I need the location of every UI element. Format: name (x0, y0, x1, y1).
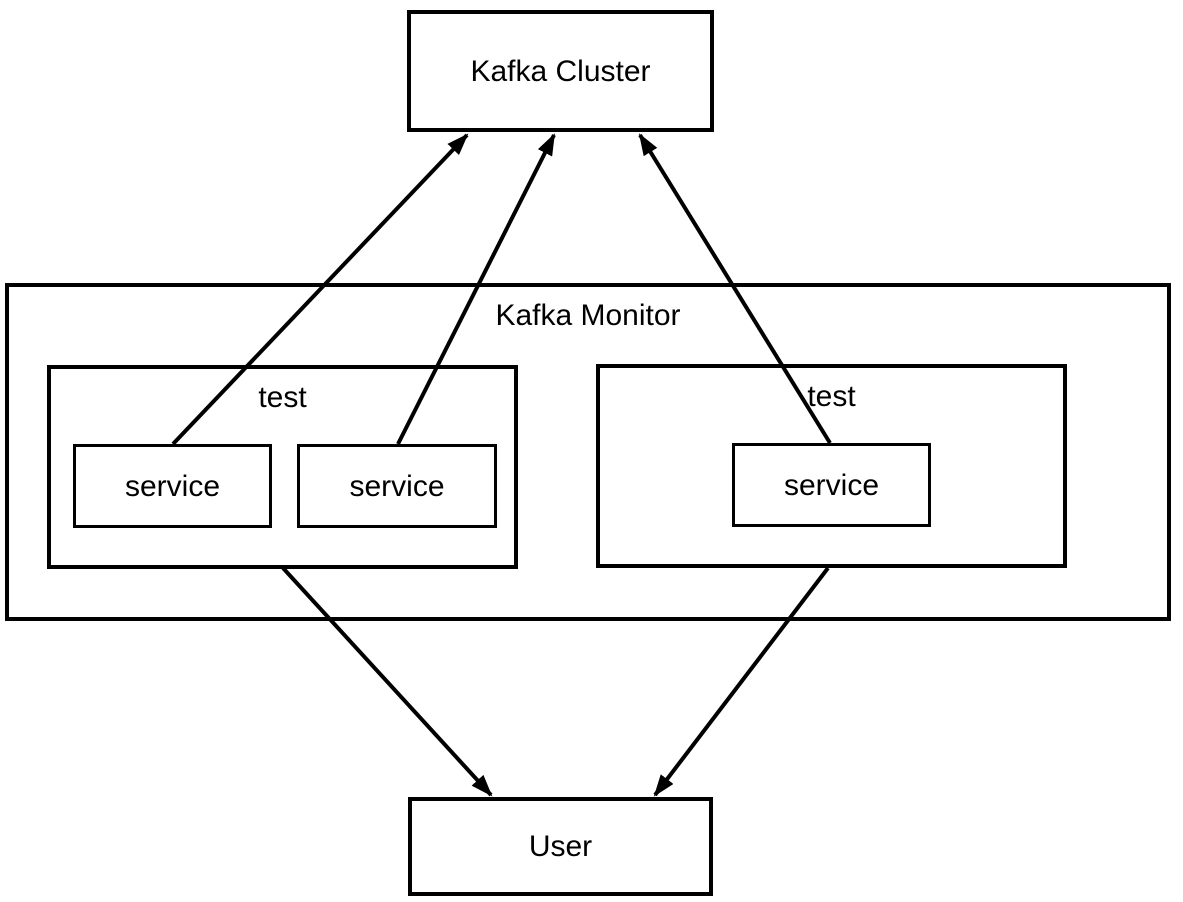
test-left-label: test (258, 381, 307, 414)
kafka-cluster-node: Kafka Cluster (407, 10, 714, 132)
service-3-node: service (732, 443, 931, 527)
kafka-cluster-label: Kafka Cluster (470, 54, 651, 88)
kafka-monitor-label: Kafka Monitor (495, 299, 681, 332)
service-1-label: service (124, 469, 221, 503)
service-2-node: service (297, 444, 497, 528)
service-3-label: service (783, 468, 880, 502)
test-right-label: test (807, 380, 856, 413)
user-label: User (528, 830, 593, 863)
service-2-label: service (349, 469, 445, 503)
user-node: User (408, 797, 713, 896)
service-1-node: service (73, 444, 272, 528)
